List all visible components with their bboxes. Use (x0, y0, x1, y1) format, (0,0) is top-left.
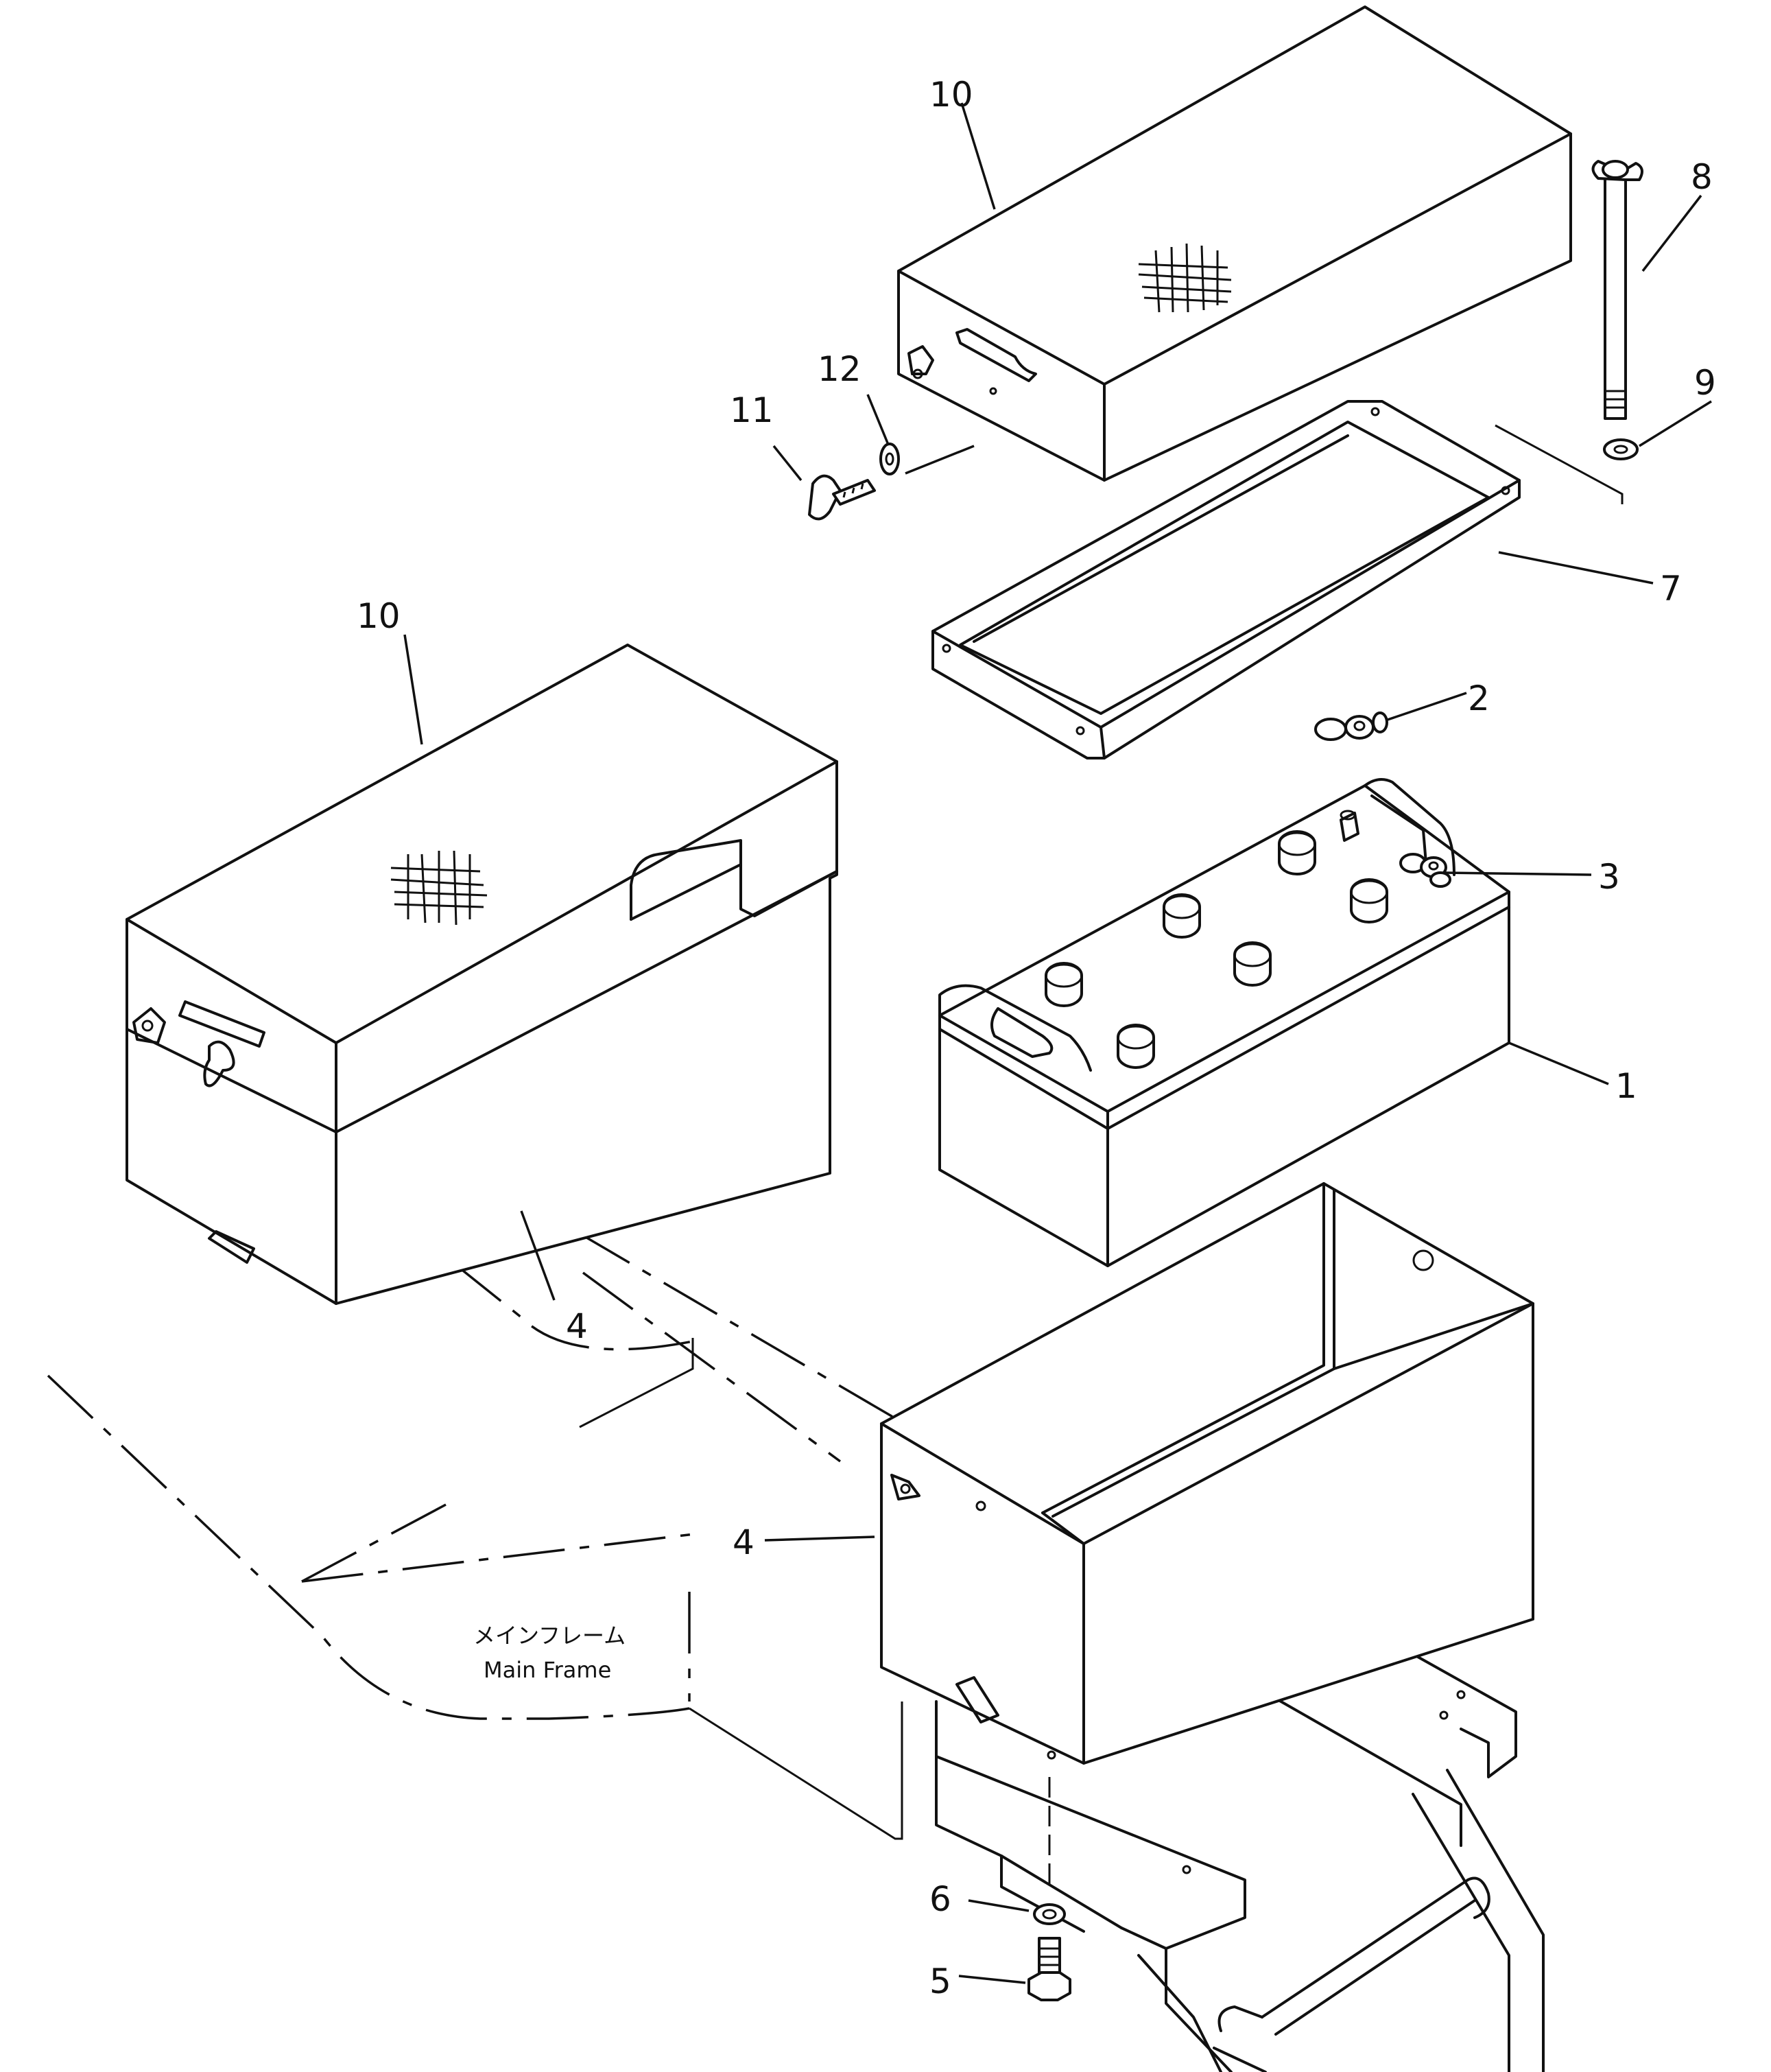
callout-2: 2 (1468, 679, 1490, 718)
hook-rod-8 (1591, 160, 1643, 420)
washer-9 (1603, 438, 1639, 460)
battery-cover-top (897, 5, 1572, 482)
callout-6: 6 (929, 1879, 951, 1919)
callout-4-left: 4 (566, 1306, 588, 1346)
callout-3: 3 (1598, 857, 1620, 897)
hold-down-frame (931, 400, 1521, 760)
mesh-label-icon-left (390, 850, 488, 926)
leader-lines (403, 102, 1712, 1984)
main-frame-label: メインフレーム Main Frame (473, 1623, 626, 1683)
mesh-label-icon-top (1138, 243, 1232, 313)
callout-8: 8 (1691, 157, 1713, 197)
callout-1: 1 (1615, 1066, 1637, 1106)
main-frame-label-jp: メインフレーム (473, 1623, 626, 1649)
washer-12 (879, 443, 900, 475)
terminal-clamp-3 (1399, 853, 1451, 888)
callout-7: 7 (1660, 569, 1682, 609)
terminal-clamp-2 (1314, 711, 1388, 741)
battery (938, 778, 1510, 1267)
callout-4-right: 4 (733, 1522, 754, 1562)
battery-tray-right (880, 1182, 1534, 1765)
callout-5: 5 (929, 1962, 951, 2001)
battery-box-left (126, 644, 838, 1305)
main-frame-outline (47, 1230, 903, 1840)
callout-10-left: 10 (357, 596, 401, 636)
callout-10-top: 10 (929, 75, 973, 115)
main-frame-label-en: Main Frame (484, 1657, 611, 1683)
callout-9: 9 (1694, 363, 1716, 403)
callout-12: 12 (818, 349, 861, 389)
bolt-and-washer (1027, 1750, 1071, 2001)
callout-11: 11 (730, 390, 774, 430)
callout-labels: 10 8 9 12 11 7 10 2 3 1 4 4 6 5 (357, 75, 1716, 2001)
wing-bolt-11 (808, 474, 876, 521)
